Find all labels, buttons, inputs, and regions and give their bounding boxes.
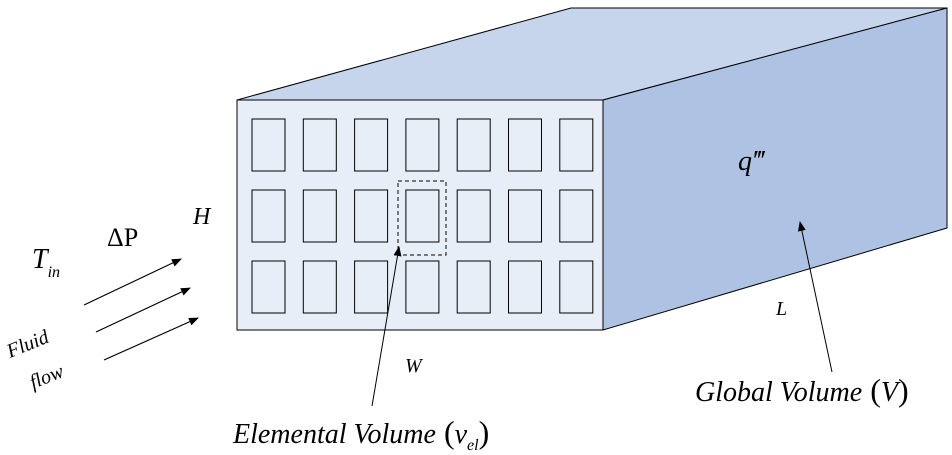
- length-label: L: [775, 298, 787, 320]
- channel-cell: [508, 118, 542, 172]
- channel-cell: [251, 189, 286, 243]
- fluid-flow-label-line1: Fluid: [3, 326, 53, 363]
- channel-cell: [559, 260, 594, 314]
- channel-cell: [302, 260, 337, 314]
- height-label: H: [192, 204, 212, 230]
- channel-cell: [508, 260, 542, 314]
- channel-cell: [354, 189, 389, 243]
- flow-arrow-3: [103, 317, 199, 361]
- channel-cell: [456, 118, 491, 172]
- elemental-pointer-arrow: [371, 246, 402, 407]
- global-pointer-arrow: [797, 221, 833, 373]
- channel-cell: [354, 118, 389, 172]
- inlet-temperature-label: Tin: [32, 244, 60, 281]
- channel-cell: [456, 189, 491, 243]
- flow-arrow-1: [83, 258, 182, 306]
- global-volume-label: Global Volume(V): [695, 372, 909, 408]
- fluid-flow-label-line2: flow: [27, 360, 68, 394]
- channel-grid: [251, 118, 594, 314]
- channel-cell: [508, 189, 542, 243]
- channel-cell: [405, 118, 440, 172]
- flow-arrow-2: [95, 287, 191, 333]
- elemental-volume-box: [397, 180, 447, 256]
- elemental-volume-label: Elemental Volume(vel): [232, 414, 489, 454]
- channel-cell: [405, 189, 440, 243]
- pressure-drop-label: ΔP: [107, 223, 138, 252]
- channel-cell: [456, 260, 491, 314]
- channel-cell: [251, 260, 286, 314]
- channel-cell: [559, 189, 594, 243]
- channel-cell: [405, 260, 440, 314]
- channel-cell: [251, 118, 286, 172]
- channel-cell: [354, 260, 389, 314]
- channel-cell: [302, 189, 337, 243]
- heat-generation-label: q‴: [738, 146, 766, 177]
- width-label: W: [405, 355, 424, 377]
- channel-cell: [559, 118, 594, 172]
- channel-cell: [302, 118, 337, 172]
